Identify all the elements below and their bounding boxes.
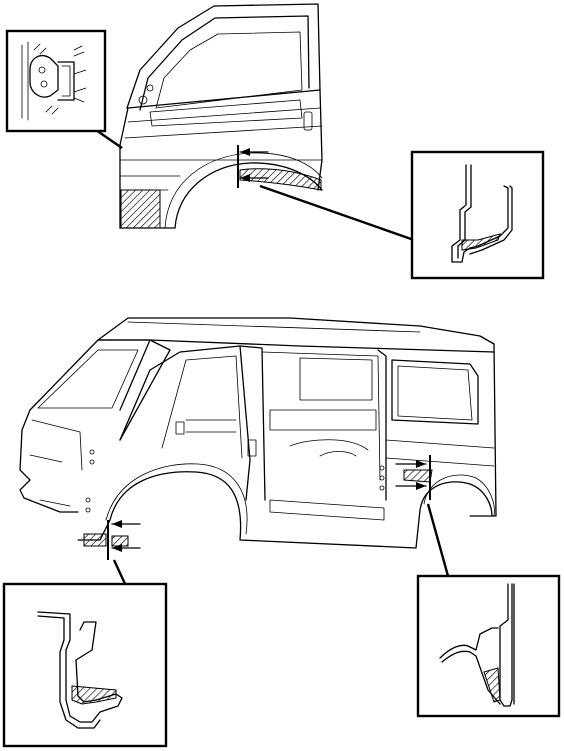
front-wheel-arch-callout (410, 150, 545, 280)
rear-wheel-arch-callout (416, 574, 561, 718)
door-hinge-callout (5, 29, 107, 133)
lower-pillar-callout (2, 582, 168, 748)
body-shell-view (19, 317, 497, 587)
front-door-view (95, 3, 415, 242)
